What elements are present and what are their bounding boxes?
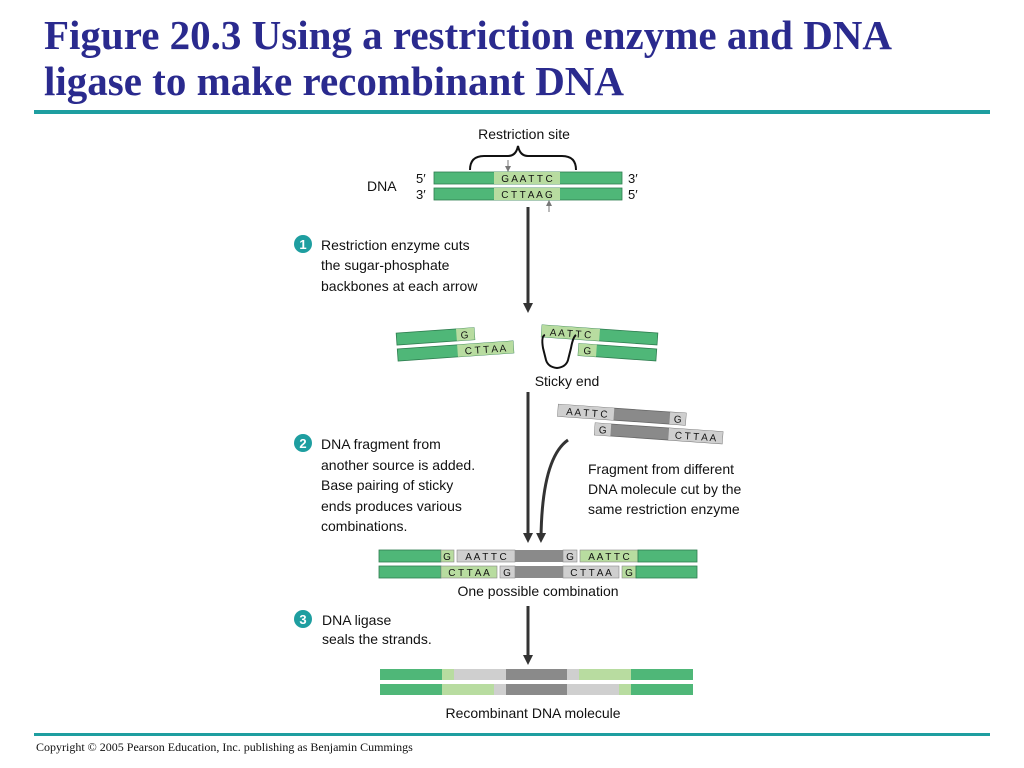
bottom-3prime-label: 3′ [416, 187, 426, 202]
slide-title: Figure 20.3 Using a restriction enzyme a… [44, 12, 1004, 104]
combination-bottom-strand [378, 565, 698, 579]
step2-number: 2 [299, 436, 306, 451]
recombinant-label: Recombinant DNA molecule [445, 705, 620, 721]
top-divider [34, 110, 990, 114]
cut-left-fragment: G C T T A A [395, 327, 515, 362]
right-AATTC-text: A A T T C [549, 327, 591, 341]
recombinant-bottom-strand [380, 684, 693, 695]
title-line-1: Figure 20.3 Using a restriction enzyme a… [44, 12, 893, 58]
step2-text-1: DNA fragment from [321, 436, 441, 452]
top-5prime-label: 5′ [416, 171, 426, 186]
step2-badge [294, 434, 312, 452]
top-3prime-label: 3′ [628, 171, 638, 186]
bottom-divider [34, 733, 990, 736]
foreign-fragment: A A T T C G G C T T A A [557, 403, 724, 444]
step1-number: 1 [299, 237, 306, 252]
step2-text-2: another source is added. [321, 457, 475, 473]
combo-top-AATTC2: A A T T C [588, 552, 630, 563]
site-top-sequence: G A A T T C [501, 174, 553, 185]
step1-text-1: Restriction enzyme cuts [321, 237, 470, 253]
combo-bottom-G1: G [503, 568, 511, 579]
dna-label: DNA [367, 178, 397, 194]
recombinant-top-strand [380, 669, 693, 680]
left-CTTAA-text: C T T A A [464, 343, 507, 357]
sticky-end-brace [541, 334, 577, 370]
fragment-text-1: Fragment from different [588, 461, 734, 477]
foreign-AATTC-text: A A T T C [566, 407, 608, 421]
step3-text-2: seals the strands. [322, 631, 432, 647]
right-G-overhang [578, 343, 597, 357]
bottom-5prime-label: 5′ [628, 187, 638, 202]
fragment-curved-arrow [536, 438, 569, 543]
right-AATTC-overhang [541, 324, 600, 341]
dna-double-strand [433, 171, 623, 201]
left-G-text: G [460, 330, 469, 342]
step1-text-2: the sugar-phosphate [321, 257, 450, 273]
step3-text-1: DNA ligase [322, 612, 391, 628]
step3-badge [294, 610, 312, 628]
step2-text-3: Base pairing of sticky [321, 477, 453, 493]
combo-top-G2: G [566, 552, 574, 563]
fragment-text-3: same restriction enzyme [588, 501, 740, 517]
step1-badge [294, 235, 312, 253]
site-top-highlight [494, 172, 560, 184]
foreign-CTTAA-text: C T T A A [674, 430, 717, 444]
right-G-text: G [583, 346, 592, 358]
cut-right-fragment: A A T T C G [540, 324, 659, 362]
copyright-notice: Copyright © 2005 Pearson Education, Inc.… [36, 740, 413, 754]
combination-top-strand [378, 549, 698, 563]
foreign-CTTAA-overhang [668, 428, 723, 444]
sticky-end-label: Sticky end [535, 373, 600, 389]
foreign-G-bottom-overhang [594, 422, 612, 436]
step3-number: 3 [299, 612, 306, 627]
combo-bottom-CTTAA2: C T T A A [570, 568, 612, 579]
combo-bottom-CTTAA1: C T T A A [448, 568, 490, 579]
foreign-AATTC-overhang [557, 404, 615, 421]
site-bottom-highlight [494, 188, 560, 200]
step2-text-4: ends produces various [321, 498, 462, 514]
combo-bottom-G2: G [625, 568, 633, 579]
foreign-G-bottom-text: G [598, 425, 607, 437]
combo-top-AATTC1: A A T T C [465, 552, 507, 563]
left-CTTAA-overhang [457, 340, 514, 357]
combination-label: One possible combination [457, 583, 618, 599]
left-G-overhang [456, 327, 475, 341]
site-bottom-sequence: C T T A A G [501, 190, 553, 201]
step1-text-3: backbones at each arrow [321, 278, 478, 294]
step2-text-5: combinations. [321, 518, 407, 534]
restriction-site-label: Restriction site [478, 126, 570, 142]
fragment-text-2: DNA molecule cut by the [588, 481, 742, 497]
combo-top-G1: G [443, 552, 451, 563]
foreign-G-top-overhang [669, 412, 687, 426]
title-line-2: ligase to make recombinant DNA [44, 58, 625, 104]
foreign-G-top-text: G [673, 414, 682, 426]
restriction-site-brace [469, 145, 577, 171]
